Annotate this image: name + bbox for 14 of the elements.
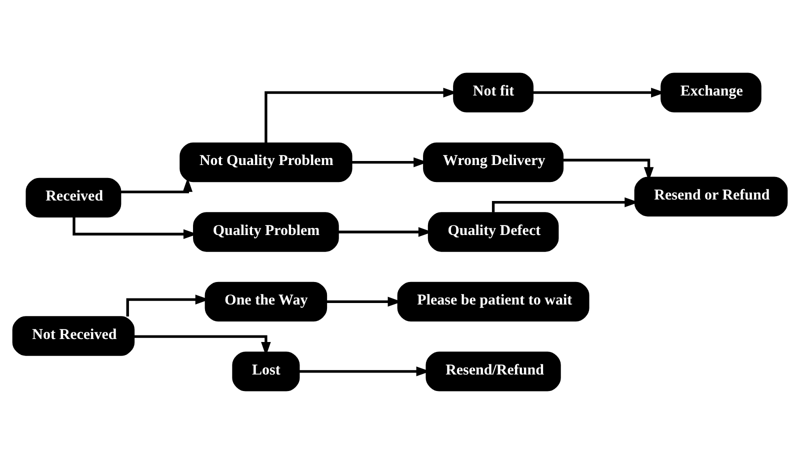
node-box: Wrong Delivery	[423, 142, 564, 182]
node-box: Not Received	[12, 316, 135, 356]
node-box: One the Way	[204, 282, 328, 322]
node-box: Not Quality Problem	[180, 142, 352, 182]
node-box: Quality Defect	[428, 212, 559, 252]
node-box: Please be patient to wait	[397, 282, 590, 322]
node-box: Resend/Refund	[426, 352, 561, 392]
node-box: Quality Problem	[193, 212, 339, 252]
node-box: Received	[26, 178, 122, 218]
node-box: Resend or Refund	[634, 176, 788, 216]
node-box: Lost	[232, 352, 300, 392]
arrow	[120, 178, 193, 194]
node-box: Not fit	[453, 72, 534, 112]
node-box: Exchange	[660, 72, 762, 112]
